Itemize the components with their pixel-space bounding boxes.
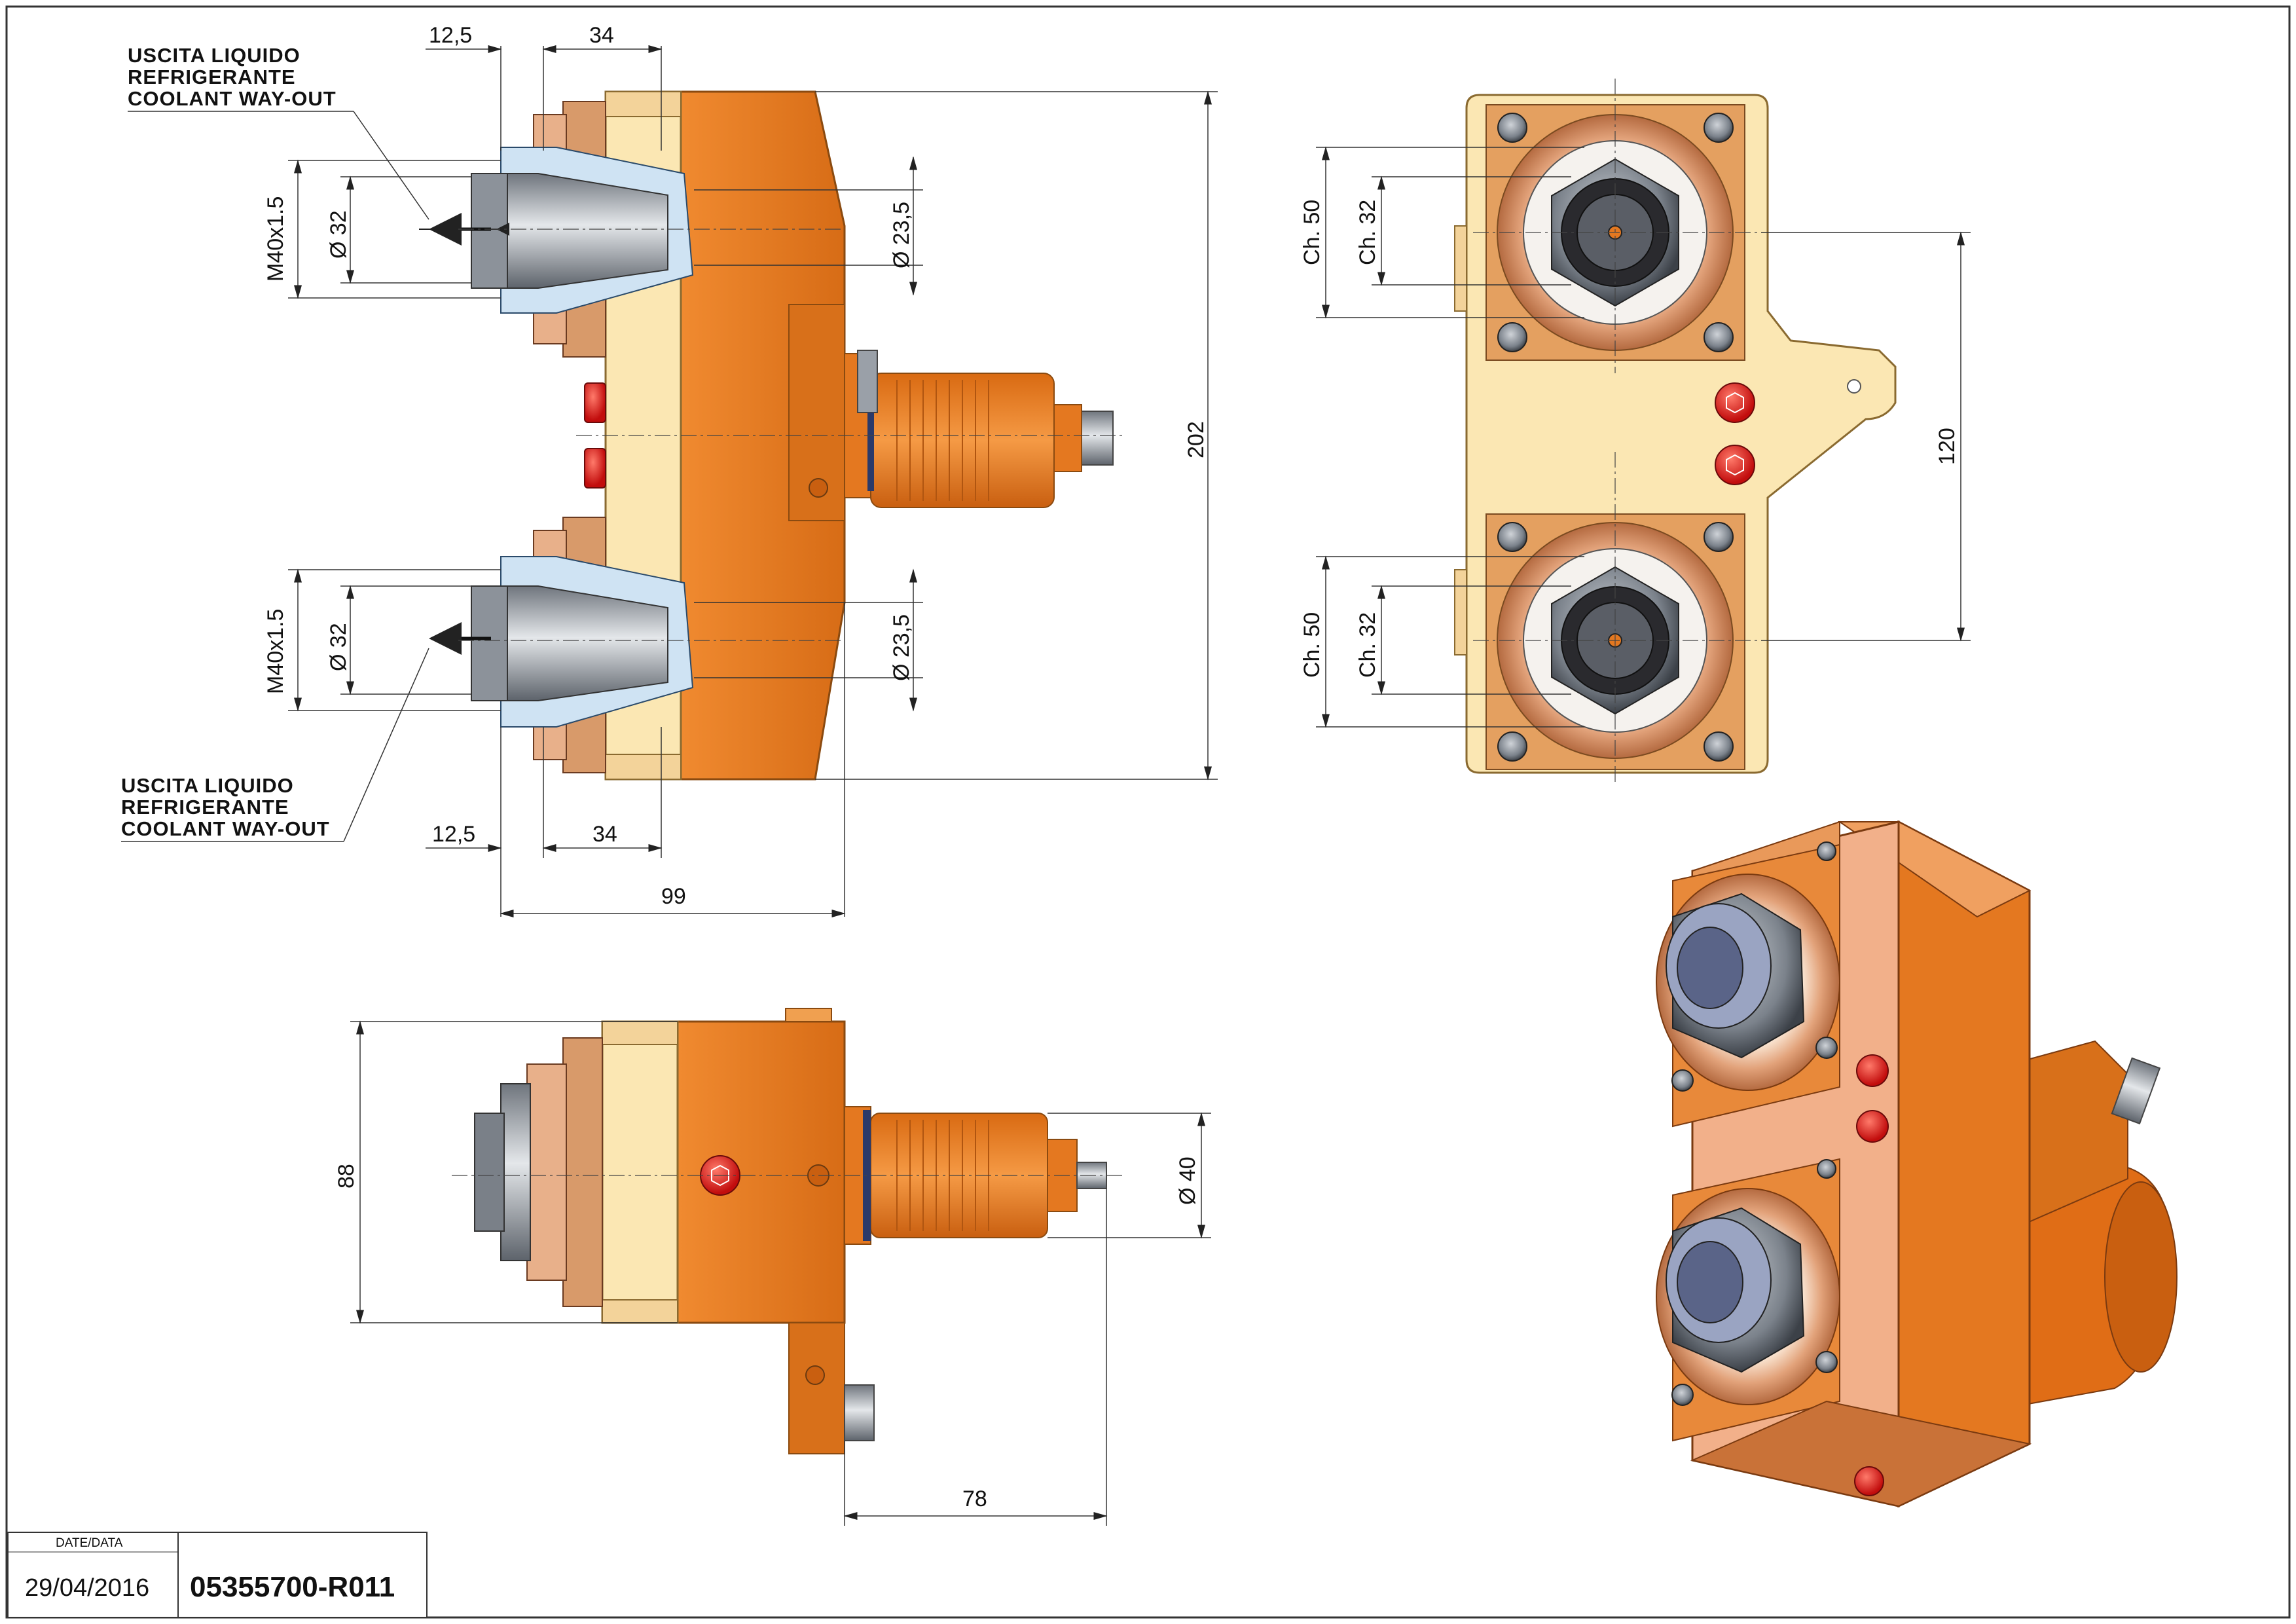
dim-top-34: 34	[589, 23, 614, 48]
dim-top-12-5: 12,5	[429, 23, 472, 48]
svg-text:REFRIGERANTE: REFRIGERANTE	[128, 65, 296, 88]
iso-red-plug-lower	[1856, 1110, 1889, 1143]
side-cream-plate	[601, 1020, 679, 1324]
end-upper-bolt-3	[1497, 322, 1527, 352]
dim-ch32-lower: Ch. 32	[1355, 612, 1380, 678]
end-lower-bolt-4	[1704, 731, 1734, 762]
isometric-view	[1656, 820, 2178, 1508]
front-shank-pin	[1080, 411, 1114, 466]
side-collet-nut	[500, 1083, 531, 1261]
dim-ch50-lower: Ch. 50	[1300, 612, 1324, 678]
iso-body-right	[1897, 820, 2031, 1508]
dim-ch50-upper: Ch. 50	[1300, 200, 1324, 265]
coolant-note-bottom: USCITA LIQUIDO REFRIGERANTE COOLANT WAY-…	[121, 648, 429, 842]
dim-thread-upper: M40x1.5	[263, 196, 288, 282]
end-red-plug-lower	[1715, 445, 1755, 485]
front-red-plug-upper	[584, 382, 606, 423]
date-label: DATE/DATA	[56, 1536, 123, 1550]
dim-dia23-lower: Ø 23,5	[889, 614, 914, 681]
dim-dia23-upper: Ø 23,5	[889, 202, 914, 268]
dim-height-202: 202	[1184, 421, 1209, 458]
dim-thread-lower: M40x1.5	[263, 609, 288, 694]
dim-ch32-upper: Ch. 32	[1355, 200, 1380, 265]
svg-text:COOLANT WAY-OUT: COOLANT WAY-OUT	[121, 817, 330, 840]
dim-bottom-34: 34	[592, 822, 617, 847]
side-view: 88 Ø 40 78	[334, 1008, 1211, 1526]
end-upper-bolt-1	[1497, 113, 1527, 143]
end-lower-bolt-1	[1497, 522, 1527, 552]
iso-red-plug-front	[1854, 1466, 1884, 1496]
end-view: Ch. 50 Ch. 32 Ch. 50 Ch. 32 120	[1300, 79, 1971, 786]
dim-dia32-lower: Ø 32	[326, 623, 351, 671]
end-lower-bolt-2	[1704, 522, 1734, 552]
drawing-date: 29/04/2016	[25, 1574, 149, 1602]
dim-dia32-upper: Ø 32	[326, 210, 351, 259]
side-bracket	[788, 1322, 845, 1454]
front-view: 12,5 34 202 M40x1.5 Ø 32 Ø 23,5 M40x1.5 …	[121, 23, 1218, 917]
svg-text:USCITA LIQUIDO: USCITA LIQUIDO	[128, 44, 301, 67]
front-red-plug-lower	[584, 448, 606, 489]
dim-bottom-12-5: 12,5	[432, 822, 475, 847]
sheet-border	[5, 5, 2291, 1619]
front-shank-serrations	[896, 380, 989, 501]
end-upper-bolt-2	[1704, 113, 1734, 143]
end-lower-bolt-3	[1497, 731, 1527, 762]
svg-text:USCITA LIQUIDO: USCITA LIQUIDO	[121, 774, 294, 797]
svg-text:REFRIGERANTE: REFRIGERANTE	[121, 796, 289, 819]
dim-height-88: 88	[334, 1164, 359, 1189]
dim-width-99: 99	[661, 884, 686, 909]
drawing-code: 05355700-R011	[190, 1571, 395, 1603]
end-upper-bolt-4	[1704, 322, 1734, 352]
end-red-plug-upper	[1715, 382, 1755, 423]
title-block: DATE/DATA 29/04/2016 05355700-R011	[7, 1532, 428, 1618]
dim-length-78: 78	[962, 1486, 987, 1511]
coolant-note-top: USCITA LIQUIDO REFRIGERANTE COOLANT WAY-…	[128, 44, 429, 220]
iso-red-plug-upper	[1856, 1054, 1889, 1087]
svg-text:COOLANT WAY-OUT: COOLANT WAY-OUT	[128, 87, 337, 110]
dim-spacing-120: 120	[1935, 428, 1959, 465]
dim-dia40: Ø 40	[1175, 1156, 1200, 1205]
